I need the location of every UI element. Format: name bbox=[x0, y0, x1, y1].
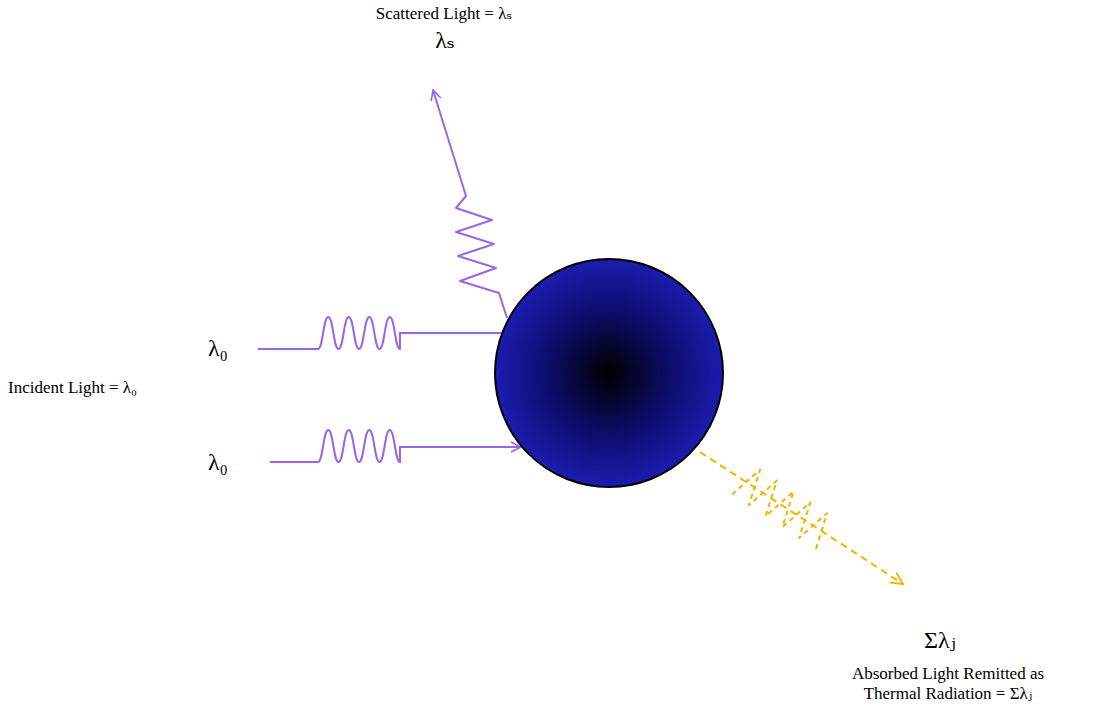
incident-wave bbox=[258, 317, 502, 349]
symbol-label: λ₀ bbox=[208, 334, 228, 363]
symbol-label: λ₀ bbox=[208, 448, 228, 477]
incident-wave bbox=[270, 430, 521, 462]
label-text: Absorbed Light Remitted as Thermal Radia… bbox=[835, 664, 1061, 703]
thermal-wave bbox=[732, 470, 827, 549]
label-text: Scattered Light = λₛ bbox=[376, 4, 512, 24]
thermal-ray bbox=[700, 452, 903, 584]
particle bbox=[495, 259, 723, 487]
symbol-label: Σλⱼ bbox=[924, 626, 956, 655]
scattered-wave bbox=[433, 90, 507, 318]
symbol-label: λₛ bbox=[435, 26, 455, 55]
label-text: Incident Light = λ₀ bbox=[8, 378, 137, 398]
